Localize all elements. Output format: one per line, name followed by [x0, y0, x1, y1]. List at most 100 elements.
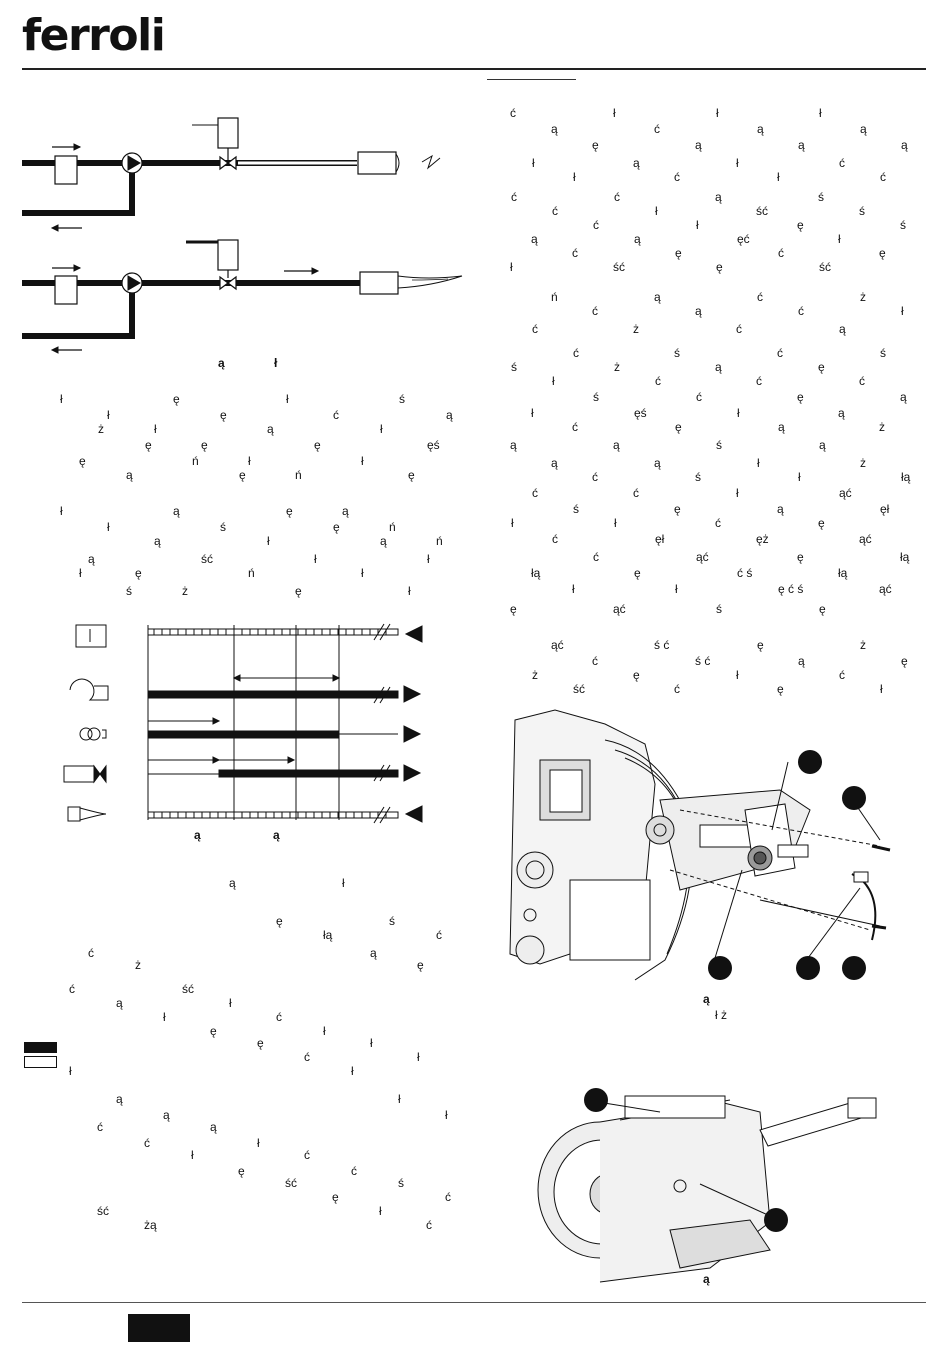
text-glyph: ą	[654, 456, 661, 470]
text-glyph: ś	[695, 470, 701, 484]
text-glyph: ł	[614, 516, 617, 530]
brand-logo: ferroli	[22, 10, 166, 61]
text-glyph: ś	[900, 218, 906, 232]
text-glyph: ęł	[880, 502, 890, 516]
text-glyph: ś	[399, 392, 405, 406]
text-glyph: ł	[361, 566, 364, 580]
text-glyph: ę	[818, 516, 825, 530]
text-glyph: łą	[323, 928, 333, 942]
text-glyph: ć	[552, 532, 558, 546]
text-glyph: łą	[900, 550, 910, 564]
text-glyph: ą	[900, 390, 907, 404]
text-glyph: ł	[314, 552, 317, 566]
text-glyph: ć	[592, 470, 598, 484]
text-glyph: ć	[304, 1148, 310, 1162]
text-glyph: ę	[408, 468, 415, 482]
text-glyph: ć	[436, 928, 442, 942]
text-glyph: łą	[901, 470, 911, 484]
text-glyph: ł	[191, 1148, 194, 1162]
photo1-caption: ą	[703, 992, 710, 1006]
text-glyph: ś	[859, 204, 865, 218]
text-glyph: ś	[593, 390, 599, 404]
text-glyph: ę	[901, 654, 908, 668]
text-glyph: ł	[880, 682, 883, 696]
text-glyph: łą	[838, 566, 848, 580]
text-glyph: ś	[716, 438, 722, 452]
text-glyph: ą	[380, 534, 387, 548]
text-glyph: ą	[154, 534, 161, 548]
text-glyph: ą	[551, 122, 558, 136]
text-glyph: ż	[532, 668, 538, 682]
text-glyph: ś	[398, 1176, 404, 1190]
timing-caption-2: ą	[273, 828, 280, 842]
text-glyph: ś	[511, 360, 517, 374]
text-glyph: ą	[446, 408, 453, 422]
text-glyph: ą	[116, 996, 123, 1010]
text-glyph: ę	[276, 914, 283, 928]
text-glyph: ł	[675, 582, 678, 596]
text-glyph: ę	[510, 602, 517, 616]
text-glyph: ś ć	[654, 638, 670, 652]
text-glyph: ł	[248, 454, 251, 468]
timing-chart	[63, 623, 423, 824]
text-glyph: ą	[860, 122, 867, 136]
text-glyph: ąć	[696, 550, 709, 564]
text-glyph: ę	[220, 408, 227, 422]
text-glyph: ć	[593, 218, 599, 232]
text-glyph: ł	[107, 408, 110, 422]
text-glyph: ą	[531, 232, 538, 246]
text-glyph: ż	[98, 422, 104, 436]
text-glyph: ł	[408, 584, 411, 598]
text-glyph: ż	[633, 322, 639, 336]
text-glyph: ę	[333, 520, 340, 534]
text-glyph: ł	[696, 218, 699, 232]
text-glyph: ę	[879, 246, 886, 260]
text-glyph: ć	[88, 946, 94, 960]
text-glyph: ł	[838, 232, 841, 246]
text-glyph: ść	[613, 260, 625, 274]
text-glyph: ć	[633, 486, 639, 500]
text-glyph: ł	[229, 996, 232, 1010]
text-glyph: ę	[239, 468, 246, 482]
text-glyph: ą	[695, 138, 702, 152]
footer-rule	[22, 1302, 926, 1303]
text-glyph: ć	[97, 1120, 103, 1134]
text-glyph: ę	[257, 1036, 264, 1050]
text-glyph: ęś	[427, 438, 440, 452]
text-glyph: ż	[135, 958, 141, 972]
text-glyph: ć	[757, 290, 763, 304]
text-glyph: ąć	[613, 602, 626, 616]
diagram-caption-1: ą	[218, 356, 225, 370]
text-glyph: ś ć	[695, 654, 711, 668]
text-glyph: ą	[634, 232, 641, 246]
burner-assembly-drawing	[509, 709, 891, 981]
text-glyph: ąć	[839, 486, 852, 500]
text-glyph: ść	[285, 1176, 297, 1190]
photo2-caption: ą	[703, 1272, 710, 1286]
text-glyph: ć ś	[737, 566, 753, 580]
text-glyph: ę	[818, 360, 825, 374]
page-number-badge	[128, 1314, 190, 1342]
legend-box-solid	[24, 1042, 57, 1053]
text-glyph: ę	[797, 218, 804, 232]
text-glyph: ł ż	[715, 1008, 727, 1022]
text-glyph: ł	[736, 486, 739, 500]
text-glyph: ć	[777, 346, 783, 360]
text-glyph: ł	[552, 374, 555, 388]
text-glyph: ęż	[756, 532, 769, 546]
text-glyph: ę	[797, 550, 804, 564]
text-glyph: ś	[220, 520, 226, 534]
text-glyph: ść	[201, 552, 213, 566]
text-glyph: ą	[510, 438, 517, 452]
text-glyph: ć	[572, 420, 578, 434]
text-glyph: ł	[901, 304, 904, 318]
text-glyph: ć	[552, 204, 558, 218]
text-glyph: ł	[257, 1136, 260, 1150]
text-glyph: ł	[323, 1024, 326, 1038]
text-glyph: ć	[276, 1010, 282, 1024]
text-glyph: ł	[267, 534, 270, 548]
text-glyph: ć	[778, 246, 784, 260]
text-glyph: ą	[551, 456, 558, 470]
text-glyph: ć	[510, 106, 516, 120]
text-glyph: ą	[370, 946, 377, 960]
